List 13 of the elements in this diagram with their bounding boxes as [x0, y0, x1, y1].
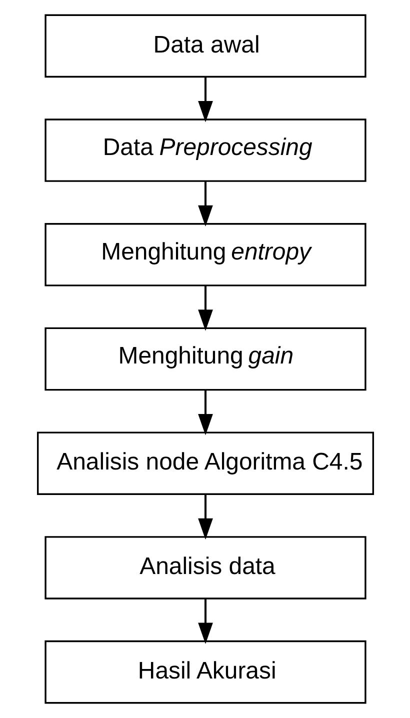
arrow: [198, 390, 212, 436]
node-box: Analisis node Algoritma C4.5: [36, 432, 374, 495]
node-box: Analisis data: [44, 536, 366, 600]
node-box: Hasil Akurasi: [44, 640, 366, 704]
node-box: Menghitung entropy: [44, 223, 366, 286]
node-box: Data Preprocessing: [44, 118, 366, 182]
arrow: [198, 76, 212, 122]
arrow: [198, 598, 212, 644]
node-box: Menghitung gain: [44, 327, 366, 391]
arrow: [198, 181, 212, 227]
arrow: [198, 286, 212, 331]
arrow: [198, 494, 212, 540]
node-box: Data awal: [44, 14, 366, 78]
